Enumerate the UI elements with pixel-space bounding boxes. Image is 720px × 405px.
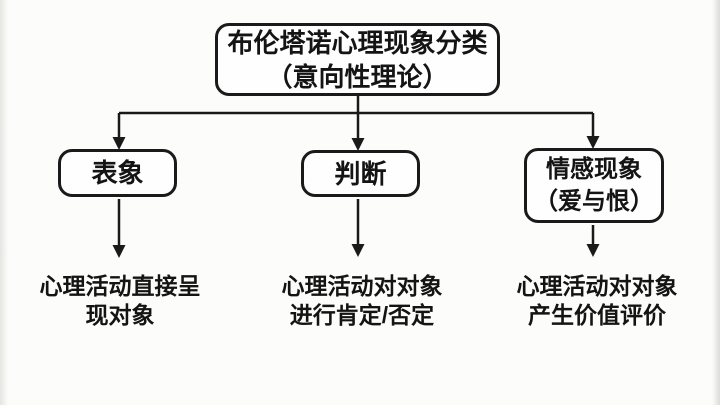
arrowhead-to-right-box	[586, 136, 600, 149]
arrowhead-to-left-desc	[112, 245, 126, 258]
description-emotion-line2: 产生价值评价	[528, 302, 666, 328]
node-root-label-line1: 布伦塔诺心理现象分类	[227, 27, 488, 58]
description-emotion-line1: 心理活动对对象	[516, 273, 678, 299]
arrowhead-to-left-box	[112, 137, 126, 150]
node-representation-label: 表象	[91, 158, 144, 188]
node-emotion-label-line1: 情感现象	[546, 155, 642, 183]
description-judgment-line2: 进行肯定/否定	[289, 302, 435, 328]
description-judgment: 心理活动对对象 进行肯定/否定	[262, 272, 462, 330]
node-emotion: 情感现象 （爱与恨）	[524, 148, 664, 223]
description-representation-line2: 现对象	[85, 302, 155, 328]
node-judgment: 判断	[301, 150, 420, 197]
arrowhead-to-right-desc	[586, 244, 600, 257]
arrowhead-to-middle-box	[351, 138, 365, 151]
node-root: 布伦塔诺心理现象分类 （意向性理论）	[215, 23, 500, 96]
node-root-label-line2: （意向性理论）	[266, 61, 449, 92]
node-representation: 表象	[58, 149, 177, 197]
description-judgment-line1: 心理活动对对象	[281, 273, 443, 299]
description-representation-line1: 心理活动直接呈	[39, 273, 201, 299]
description-representation: 心理活动直接呈 现对象	[20, 272, 220, 330]
description-emotion: 心理活动对对象 产生价值评价	[497, 272, 697, 330]
node-judgment-label: 判断	[334, 158, 387, 189]
arrowhead-to-middle-desc	[351, 244, 365, 257]
node-emotion-label-line2: （爱与恨）	[534, 187, 654, 215]
